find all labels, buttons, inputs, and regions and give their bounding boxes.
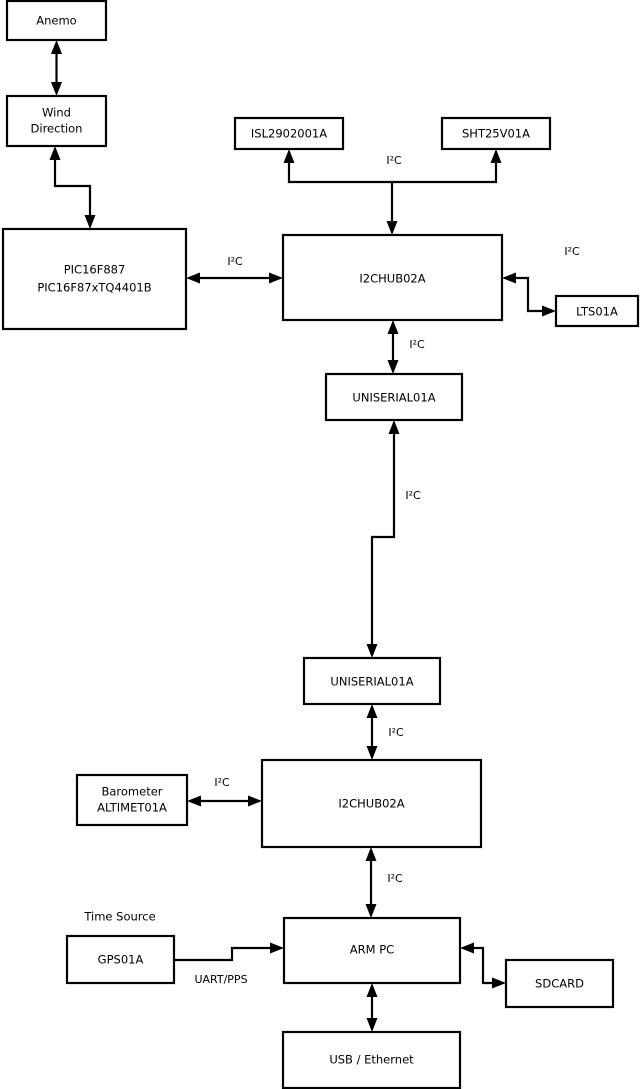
arrowhead-up-to-isl	[283, 149, 295, 163]
node-sdcard[interactable]: SDCARD	[504, 958, 615, 1009]
edge-label-hub-to-sensors: I²C	[386, 154, 402, 167]
edge-label-hub-to-uniserial: I²C	[409, 338, 425, 351]
i2chub02a-top-label: I2CHUB02A	[359, 272, 425, 286]
pic-mcu-label-line1: PIC16F887	[64, 263, 126, 277]
sht25v01a-label: SHT25V01A	[462, 127, 530, 141]
node-wind-direction[interactable]: Wind Direction	[5, 94, 108, 148]
edge-label-pic-to-hub: I²C	[227, 255, 243, 268]
arrowhead-right-to-hub-top	[269, 272, 283, 284]
arrowhead-down-to-hub-top	[386, 221, 398, 235]
arrowhead-up-to-hub-bottom	[365, 847, 377, 861]
edge-arm-pc-to-usb-ethernet	[366, 983, 378, 1032]
arrowhead-down-to-uniserial-bottom	[366, 644, 378, 658]
edge-label-hub-bottom-to-arm: I²C	[387, 872, 403, 885]
arrowhead-left-to-hub-top	[502, 272, 516, 284]
gps01a-box[interactable]	[65, 934, 176, 985]
i2chub02a-bottom-box[interactable]	[260, 758, 483, 849]
edge-gps-arm-path	[174, 946, 273, 962]
barometer-label-line1: Barometer	[101, 785, 162, 799]
arrowhead-left-to-barometer	[187, 795, 201, 807]
edge-uniserial-link-path	[370, 432, 396, 648]
arrowhead-up-to-anemo	[51, 40, 62, 54]
node-uniserial01a-top[interactable]: UNISERIAL01A	[324, 372, 464, 422]
arrowhead-down-to-pic	[84, 215, 96, 229]
node-arm-pc[interactable]: ARM PC	[282, 916, 462, 985]
node-anemo[interactable]: Anemo	[5, 0, 108, 42]
edge-label-barometer-to-hub: I²C	[214, 776, 230, 789]
uniserial01a-bottom-label: UNISERIAL01A	[330, 675, 413, 689]
edge-label-uniserial-to-hub-bottom: I²C	[388, 726, 404, 739]
usb-ethernet-label: USB / Ethernet	[329, 1053, 414, 1067]
i2chub02a-top-box[interactable]	[281, 233, 504, 322]
arrowhead-down-to-uniserial-top	[387, 360, 399, 374]
i2chub02a-bottom-label: I2CHUB02A	[338, 797, 404, 811]
node-i2chub02a-top[interactable]: I2CHUB02A	[281, 233, 504, 322]
arrowhead-right-to-sdcard	[492, 977, 506, 989]
edge-gps-to-arm-pc: UART/PPS	[174, 942, 284, 986]
arrowhead-right-to-arm-pc	[270, 942, 284, 954]
edge-label-uniserial-link: I²C	[405, 489, 421, 502]
sdcard-box[interactable]	[504, 958, 615, 1009]
edge-uniserial-link: I²C	[366, 420, 421, 658]
arrowhead-left-to-pic	[186, 272, 200, 284]
node-sht25v01a[interactable]: SHT25V01A	[440, 116, 552, 151]
uniserial01a-top-box[interactable]	[324, 372, 464, 422]
gps01a-label: GPS01A	[98, 953, 144, 967]
sdcard-label: SDCARD	[535, 977, 584, 991]
barometer-box[interactable]	[75, 773, 189, 827]
wind-direction-label-line2: Direction	[31, 122, 83, 136]
pic-mcu-label-line2: PIC16F87xTQ4401B	[37, 281, 151, 295]
usb-ethernet-box[interactable]	[281, 1030, 462, 1089]
arrowhead-right-to-hub-bottom	[248, 795, 262, 807]
edge-arm-pc-to-sdcard	[460, 942, 506, 989]
edge-pic-to-hub-top: I²C	[186, 255, 283, 284]
edge-hub-bottom-to-arm-pc: I²C	[365, 847, 403, 918]
wind-direction-box[interactable]	[5, 94, 108, 148]
edge-pic-wind-direction	[49, 146, 96, 229]
arm-pc-box[interactable]	[282, 916, 462, 985]
uniserial01a-top-label: UNISERIAL01A	[352, 391, 435, 405]
arrowhead-left-to-arm-pc	[460, 942, 474, 954]
arrowhead-up-to-arm-pc	[366, 983, 378, 997]
anemo-label: Anemo	[36, 14, 76, 28]
node-usb-ethernet[interactable]: USB / Ethernet	[281, 1030, 462, 1089]
node-uniserial01a-bottom[interactable]: UNISERIAL01A	[302, 656, 442, 706]
edge-hub-top-to-uniserial-top: I²C	[387, 320, 425, 374]
arrowhead-down-to-usb-ethernet	[366, 1018, 378, 1032]
edge-hub-top-to-lts01a: I²C	[502, 245, 580, 317]
arrowhead-down-to-hub-bottom	[366, 746, 378, 760]
uniserial01a-bottom-box[interactable]	[302, 656, 442, 706]
arm-pc-label: ARM PC	[350, 943, 394, 957]
arrowhead-right-to-lts01a	[542, 305, 556, 317]
node-lts01a[interactable]: LTS01A	[554, 294, 640, 328]
time-source-label: Time Source	[83, 910, 155, 924]
node-gps01a[interactable]: GPS01A	[65, 934, 176, 985]
edge-anemo-wind-direction	[51, 40, 62, 96]
edge-arm-sdcard-path	[471, 946, 495, 985]
arrowhead-up-to-uniserial-bottom	[366, 704, 378, 718]
node-pic-mcu[interactable]: PIC16F887 PIC16F87xTQ4401B	[1, 227, 188, 331]
edge-uniserial-bottom-to-hub-bottom: I²C	[366, 704, 404, 760]
edge-hub-lts-path	[513, 276, 545, 313]
edge-barometer-to-hub-bottom: I²C	[187, 776, 262, 807]
edge-pic-wind-path	[53, 158, 92, 220]
arrowhead-up-to-sht	[490, 149, 502, 163]
wind-direction-label-line1: Wind	[42, 106, 71, 120]
edge-label-gps-to-arm: UART/PPS	[194, 973, 247, 986]
isl2902001a-label: ISL2902001A	[251, 127, 327, 141]
node-isl2902001a[interactable]: ISL2902001A	[233, 116, 345, 151]
edge-label-hub-to-lts: I²C	[564, 245, 580, 258]
arrowhead-down-to-wind	[51, 82, 62, 96]
lts01a-label: LTS01A	[576, 305, 618, 319]
barometer-label-line2: ALTIMET01A	[97, 801, 167, 815]
edge-hub-to-sensors: I²C	[283, 149, 502, 235]
arrowhead-up-to-uniserial-top	[388, 420, 400, 434]
arrowhead-up-to-hub-top	[387, 320, 399, 334]
pic-mcu-box[interactable]	[1, 227, 188, 331]
arrowhead-up-to-wind-direction	[49, 146, 61, 160]
node-barometer[interactable]: Barometer ALTIMET01A	[75, 773, 189, 827]
node-i2chub02a-bottom[interactable]: I2CHUB02A	[260, 758, 483, 849]
arrowhead-down-to-arm-pc	[365, 904, 377, 918]
